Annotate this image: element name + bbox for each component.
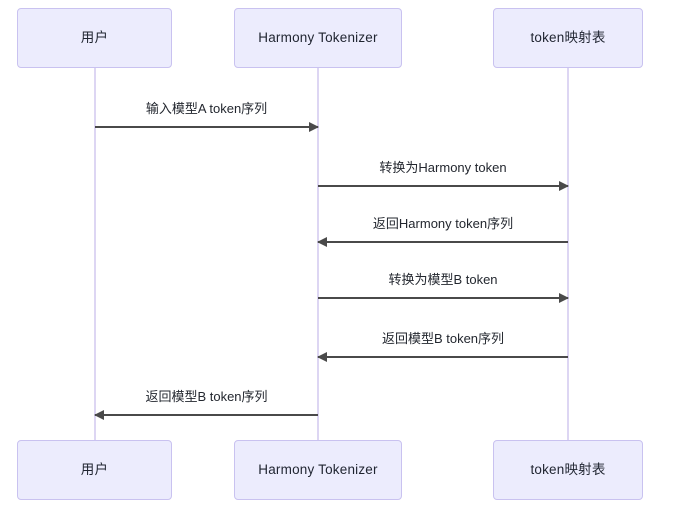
message-4-label: 转换为模型B token: [388, 272, 498, 288]
participant-header-harmony-tokenizer[interactable]: Harmony Tokenizer: [234, 8, 402, 68]
message-4-line: [318, 297, 568, 299]
lifeline-token-mapping-table: [567, 68, 569, 440]
participant-footer-token-mapping-table[interactable]: token映射表: [493, 440, 643, 500]
message-1-line: [95, 126, 318, 128]
lifeline-user: [94, 68, 96, 440]
message-3-label: 返回Harmony token序列: [372, 216, 514, 232]
arrow-right-icon: [559, 293, 569, 303]
message-6-line: [95, 414, 318, 416]
lifeline-harmony-tokenizer: [317, 68, 319, 440]
participant-header-user-label: 用户: [80, 30, 109, 46]
participant-header-token-mapping-table[interactable]: token映射表: [493, 8, 643, 68]
message-2-label: 转换为Harmony token: [379, 160, 507, 176]
message-3-line: [318, 241, 568, 243]
arrow-left-icon: [317, 237, 327, 247]
participant-footer-harmony-tokenizer-label: Harmony Tokenizer: [258, 462, 378, 478]
participant-footer-token-mapping-table-label: token映射表: [530, 462, 606, 478]
participant-header-harmony-tokenizer-label: Harmony Tokenizer: [258, 30, 378, 46]
participant-header-user[interactable]: 用户: [17, 8, 172, 68]
participant-footer-user[interactable]: 用户: [17, 440, 172, 500]
participant-footer-harmony-tokenizer[interactable]: Harmony Tokenizer: [234, 440, 402, 500]
message-1-label: 输入模型A token序列: [145, 101, 268, 117]
message-5-line: [318, 356, 568, 358]
arrow-left-icon: [317, 352, 327, 362]
message-6-label: 返回模型B token序列: [145, 389, 268, 405]
message-5-label: 返回模型B token序列: [381, 331, 505, 347]
participant-footer-user-label: 用户: [80, 462, 109, 478]
arrow-right-icon: [559, 181, 569, 191]
message-2-line: [318, 185, 568, 187]
participant-header-token-mapping-table-label: token映射表: [530, 30, 606, 46]
arrow-right-icon: [309, 122, 319, 132]
arrow-left-icon: [94, 410, 104, 420]
